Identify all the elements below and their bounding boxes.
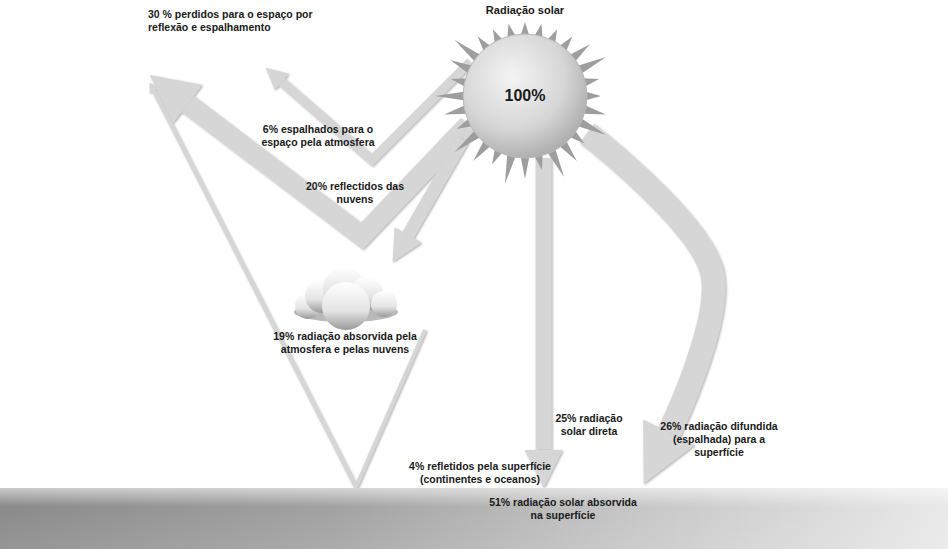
- surface-band: 51% radiação solar absorvida na superfíc…: [0, 488, 948, 549]
- arrow-label: 25% radiação solar direta: [548, 412, 630, 438]
- cloud-puff: [371, 291, 397, 317]
- ground-haze: [0, 488, 948, 549]
- cloud-shape: 19% radiação absorvida pela atmosfera e …: [260, 262, 430, 377]
- node-outline: [260, 262, 430, 377]
- sun-ray: [505, 153, 516, 183]
- cloud-reflection-arrow: [188, 104, 468, 236]
- space-loss-note: 30 % perdidos para o espaço por reflexão…: [148, 8, 320, 34]
- cloud-puffs: [294, 267, 398, 330]
- sun-circle: Radiação solar100%: [463, 34, 587, 158]
- diffuse-arrow: [587, 133, 714, 432]
- sun-ray: [435, 92, 465, 101]
- cloud-caption: 19% radiação absorvida pela atmosfera e …: [260, 330, 430, 356]
- cloud-reflection-label: 20% reflectidos das nuvens: [300, 180, 410, 206]
- surface-caption: 51% radiação solar absorvida na superfíc…: [488, 496, 638, 522]
- surface-reflection-label: 4% refletidos pela superfície (continent…: [380, 460, 580, 486]
- arrow-label: 26% radiação difundida (espalhada) para …: [660, 420, 778, 459]
- sun-disc: [463, 34, 587, 158]
- direct-arrow: [536, 158, 552, 450]
- ground-fill: [0, 488, 948, 549]
- sun-value: 100%: [463, 86, 587, 106]
- sun-heading: Radiação solar: [423, 4, 627, 18]
- surface-reflection-arrow: [154, 91, 425, 487]
- absorbed-arrow: [408, 139, 463, 235]
- sun-ray: [521, 156, 530, 179]
- cloud-puff: [322, 282, 370, 330]
- node-outline: [0, 488, 948, 549]
- scatter-label: 6% espalhados para o espaço pela atmosfe…: [253, 123, 383, 149]
